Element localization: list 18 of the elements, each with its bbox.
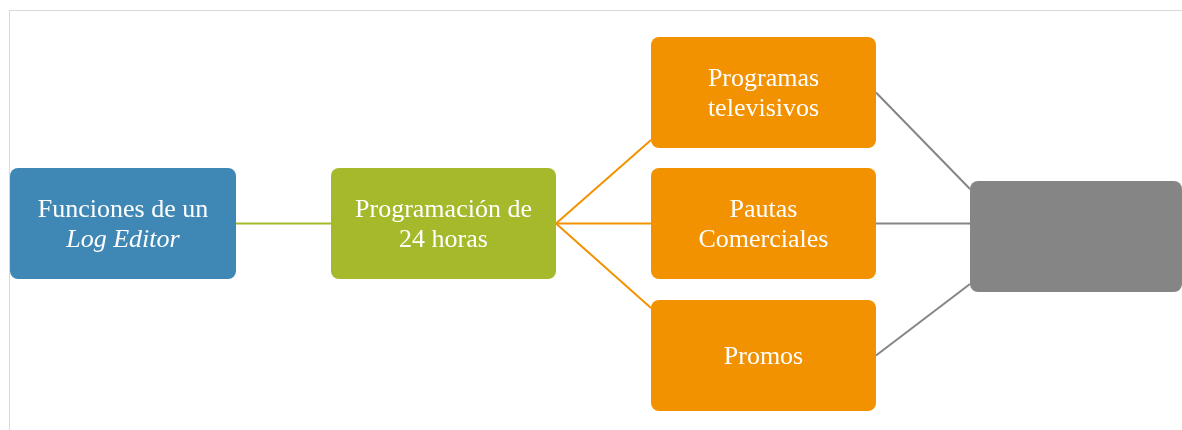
connector-line xyxy=(875,222,971,225)
connector-line xyxy=(555,222,652,225)
connector-line xyxy=(235,222,332,225)
connector-line xyxy=(555,222,652,309)
connector-line xyxy=(875,283,971,357)
node-label: Pautas Comerciales xyxy=(697,193,830,254)
node-label: Programas televisivos xyxy=(706,62,821,123)
process-box xyxy=(331,168,556,279)
node-label: Programación de 24 horas xyxy=(354,193,533,254)
process-box xyxy=(651,168,876,279)
connector-line xyxy=(875,91,971,190)
node-label: Promos xyxy=(723,340,804,371)
connector-line xyxy=(555,139,652,225)
process-box xyxy=(651,37,876,148)
process-box xyxy=(970,181,1182,292)
process-box xyxy=(651,300,876,411)
node-label: Funciones de un Log Editor xyxy=(36,193,210,254)
process-box xyxy=(10,168,236,279)
